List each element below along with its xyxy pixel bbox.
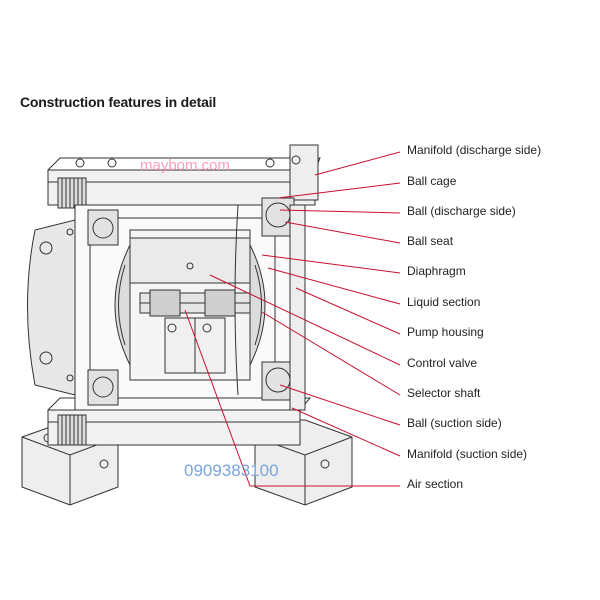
label-liquid-section: Liquid section	[407, 295, 481, 309]
leader-ball-suction	[279, 384, 401, 426]
watermark-site: maybom.com	[140, 157, 231, 174]
leader-air-section	[184, 309, 400, 487]
leader-control-valve	[209, 274, 401, 366]
leader-ball-discharge	[279, 209, 401, 214]
watermark-phone: 0909383100	[184, 461, 279, 480]
leader-ball-cage	[277, 182, 401, 199]
label-selector-shaft: Selector shaft	[407, 386, 481, 400]
label-manifold-suction: Manifold (suction side)	[407, 447, 528, 461]
leader-diaphragm	[261, 254, 401, 274]
leader-selector-shaft	[261, 311, 401, 396]
label-pump-housing: Pump housing	[407, 325, 484, 339]
label-ball-discharge: Ball (discharge side)	[407, 204, 516, 218]
label-manifold-discharge: Manifold (discharge side)	[407, 143, 542, 157]
leader-ball-seat	[284, 221, 401, 244]
leader-liquid-section	[267, 267, 401, 305]
label-air-section: Air section	[407, 477, 464, 491]
label-control-valve: Control valve	[407, 356, 478, 370]
leader-manifold-discharge	[314, 151, 401, 176]
label-ball-seat: Ball seat	[407, 234, 454, 248]
leader-pump-housing	[295, 287, 401, 335]
label-diaphragm: Diaphragm	[407, 264, 466, 278]
label-ball-suction: Ball (suction side)	[407, 416, 502, 430]
leader-manifold-suction	[291, 407, 401, 457]
diagram-title: Construction features in detail	[20, 94, 217, 110]
label-ball-cage: Ball cage	[407, 174, 457, 188]
